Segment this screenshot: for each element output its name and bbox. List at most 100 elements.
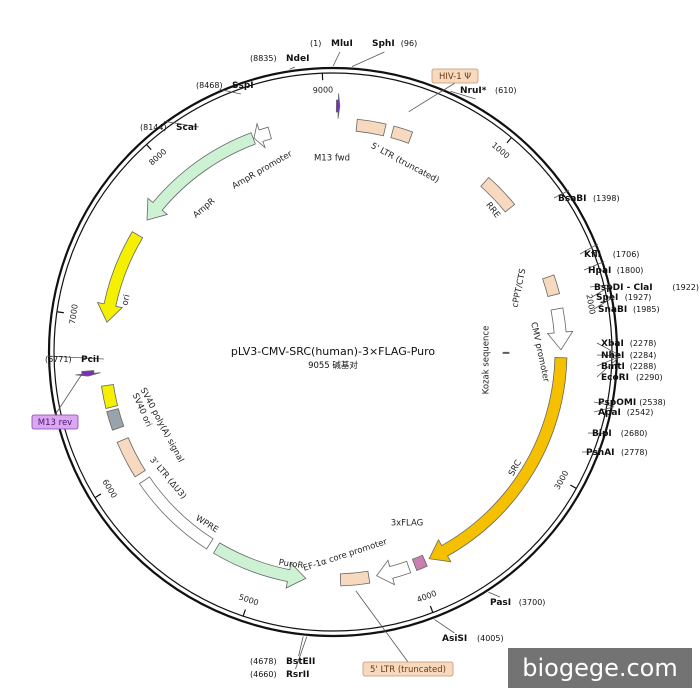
site-bsteii: (4678)BstEII <box>250 657 315 667</box>
tick-label: 4000 <box>416 589 438 605</box>
site-name: PspOMI <box>598 398 636 408</box>
site-name: PciI <box>81 355 99 365</box>
callout-text: 5' LTR (truncated) <box>370 665 446 675</box>
site-position: (8144) <box>140 123 167 132</box>
site-position: (2538) <box>639 398 666 407</box>
plasmid-title: pLV3-CMV-SRC(human)-3×FLAG-Puro <box>231 345 436 358</box>
site-name: AsiSI <box>442 634 467 644</box>
site-asisi: AsiSI(4005) <box>442 634 504 644</box>
site-leader <box>596 356 620 378</box>
feature-puror <box>212 542 307 589</box>
site-position: (96) <box>401 39 417 48</box>
site-name: ApaI <box>598 408 621 418</box>
site-blpi: BlpI(2680) <box>592 429 647 439</box>
feature-sv40-ori <box>101 383 119 409</box>
callout-leader <box>54 373 83 416</box>
site-leader <box>593 296 614 310</box>
site-pshai: PshAI (2778) <box>586 448 648 458</box>
site-name: NruI* <box>460 86 487 96</box>
site-position: (2542) <box>627 408 654 417</box>
site-scai: (8144)ScaI <box>140 123 197 133</box>
site-leader <box>593 401 614 407</box>
feature-cmv-promoter <box>546 307 574 351</box>
tick-mark <box>94 493 102 499</box>
site-position: (610) <box>495 86 517 95</box>
tick-label: 5000 <box>238 593 260 608</box>
site-ecori: EcoRI(2290) <box>601 373 663 383</box>
site-leader <box>596 342 620 356</box>
feature-ampr-promoter <box>253 122 272 149</box>
tick-label: 1000 <box>490 141 511 161</box>
feature-label-puror: PuroR <box>278 558 304 571</box>
site-apai: ApaI (2542) <box>598 408 653 418</box>
backbone-ring <box>47 66 619 638</box>
site-leader <box>163 120 199 128</box>
site-name: SpeI <box>596 293 618 303</box>
site-leader <box>596 356 620 367</box>
site-position: (2288) <box>630 362 657 371</box>
site-position: (3700) <box>519 598 546 607</box>
site-pspomi: PspOMI(2538) <box>598 398 666 408</box>
site-name: BsaBI <box>558 194 587 204</box>
tick-mark <box>56 311 64 314</box>
tick-label: 7000 <box>68 303 80 324</box>
site-name: RsrII <box>286 670 309 680</box>
site-position: (1) <box>310 39 321 48</box>
feature-label-5-ltr-truncated: 5' LTR (truncated) <box>369 141 441 185</box>
site-name: BspDI - ClaI <box>594 283 653 293</box>
site-leader <box>450 90 476 100</box>
site-name: XbaI <box>601 339 624 349</box>
feature-m13-rev <box>75 370 101 377</box>
tick-label: 6000 <box>100 478 118 500</box>
backbone-inner-circle <box>53 72 613 632</box>
tick-label: 2000 <box>584 293 597 315</box>
site-position: (2278) <box>630 339 657 348</box>
site-name: HpaI <box>588 266 611 276</box>
tick-label: 3000 <box>553 469 571 491</box>
site-position: (1927) <box>625 293 652 302</box>
callout-box-m13-rev <box>31 414 79 430</box>
site-leader <box>583 261 605 271</box>
site-name: PshAI <box>586 448 615 458</box>
callout-box-hiv-1 <box>431 68 479 84</box>
feature-hiv-1 <box>390 125 414 144</box>
feature-rre <box>480 176 516 213</box>
site-name: EcoRI <box>601 373 629 383</box>
site-spei: SpeI (1927) <box>596 293 651 303</box>
site-kfli: KflI(1706) <box>584 250 639 260</box>
site-pasi: PasI (3700) <box>490 598 545 608</box>
site-leader <box>332 51 341 67</box>
feature-label-cppt-cts: cPPT/CTS <box>510 268 528 309</box>
site-name: PasI <box>490 598 511 608</box>
site-position: (1398) <box>593 194 620 203</box>
feature-label-m13-fwd: M13 fwd <box>314 154 350 164</box>
site-position: (1985) <box>633 305 660 314</box>
site-bspdi-clai: BspDI - ClaI (1922) <box>594 283 699 293</box>
callout-leader <box>408 82 456 112</box>
callout-leader <box>355 590 409 663</box>
site-name: BstEII <box>286 657 315 667</box>
site-position: (6771) <box>45 355 72 364</box>
site-hpai: HpaI(1800) <box>588 266 643 276</box>
site-sphi: SphI(96) <box>372 39 417 49</box>
site-position: (1922) <box>672 283 699 292</box>
site-leader <box>593 406 614 413</box>
site-pcii: (6771) PciI <box>45 355 99 365</box>
site-name: BlpI <box>592 429 612 439</box>
feature-3-ltr-u3 <box>116 437 146 478</box>
feature-3xflag <box>411 554 428 572</box>
tick-label: 8000 <box>147 147 168 167</box>
site-nrui: NruI* (610) <box>460 86 517 96</box>
site-leader <box>434 619 455 634</box>
site-ndei: (8835)NdeI <box>250 54 309 64</box>
site-leader <box>553 189 570 199</box>
site-leader <box>351 51 385 67</box>
callout-box-5-ltr-truncated <box>362 661 454 677</box>
tick-mark <box>429 605 434 613</box>
feature-ef-1-core-promoter <box>376 559 412 586</box>
site-position: (2778) <box>621 448 648 457</box>
site-bsabi: BsaBI (1398) <box>558 194 620 204</box>
